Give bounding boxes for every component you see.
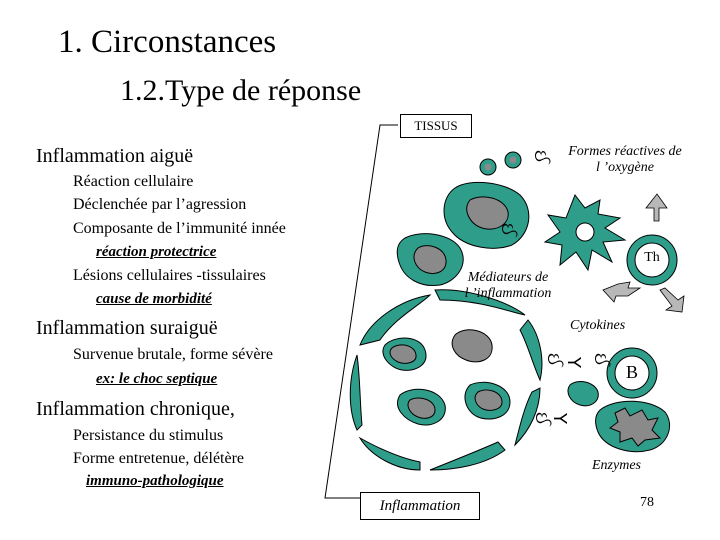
macrophage-cell [543, 193, 627, 272]
th-cell [626, 234, 678, 286]
aigue-item-1: Réaction cellulaire [73, 173, 194, 190]
chronique-item-3: immuno-pathologique [86, 473, 224, 489]
heading-aigue: Inflammation aiguë [36, 145, 194, 167]
svg-text:ઈ: ઈ [543, 353, 564, 368]
aigue-item-6: cause de morbidité [96, 291, 212, 307]
grey-arrows [602, 193, 685, 313]
tissue-cell-middle [396, 233, 464, 287]
svg-text:Y: Y [563, 356, 584, 369]
formes-reactives-label: Formes réactives de l ’oxygène [555, 144, 695, 176]
chronique-item-1: Persistance du stimulus [73, 427, 224, 444]
b-cell [606, 347, 658, 399]
heading-suraigue: Inflammation suraiguë [36, 317, 218, 339]
mediateurs-label: Médiateurs de l ’inflammation [448, 270, 568, 302]
aigue-item-4: réaction protectrice [96, 244, 217, 260]
suraigue-item-2: ex: le choc septique [96, 371, 218, 387]
cell-ring [349, 289, 543, 471]
mediateurs-line-1: Médiateurs de [467, 270, 549, 285]
aigue-item-5: Lésions cellulaires -tissulaires [73, 267, 266, 284]
mediator-glyphs: ઈ ઈ ઈ Y ઈ ઈ Y [497, 150, 611, 427]
page-subtitle: 1.2.Type de réponse [120, 74, 362, 107]
svg-text:ઈ: ઈ [530, 150, 551, 165]
enzymes-label: Enzymes [592, 458, 641, 473]
heading-chronique: Inflammation chronique, [36, 398, 235, 420]
inflammation-box: Inflammation [360, 492, 480, 520]
cytokines-label: Cytokines [570, 318, 626, 333]
th-label: Th [644, 250, 660, 265]
svg-text:ઈ: ઈ [590, 353, 611, 368]
suraigue-item-1: Survenue brutale, forme sévère [73, 346, 273, 363]
formes-line-1: Formes réactives de [568, 144, 682, 159]
chronique-item-2: Forme entretenue, délétère [73, 450, 245, 467]
aigue-item-3: Composante de l’immunité innée [73, 220, 286, 237]
b-label: B [625, 362, 638, 382]
inner-cells [382, 329, 511, 426]
svg-text:ઈ: ઈ [531, 412, 552, 427]
page-number: 78 [640, 495, 654, 510]
small-cells [479, 151, 522, 176]
bracket-line [324, 124, 398, 499]
right-cells [567, 381, 670, 453]
tissus-label: TISSUS [400, 114, 472, 138]
aigue-item-2: Déclenchée par l’agression [73, 196, 247, 213]
page-title: 1. Circonstances [58, 24, 277, 60]
mediateurs-line-2: l ’inflammation [464, 286, 552, 301]
neutrophil-cell-top [443, 181, 530, 249]
svg-text:ઈ: ઈ [497, 223, 518, 238]
svg-text:Y: Y [549, 412, 570, 425]
formes-line-2: l ’oxygène [596, 160, 654, 175]
